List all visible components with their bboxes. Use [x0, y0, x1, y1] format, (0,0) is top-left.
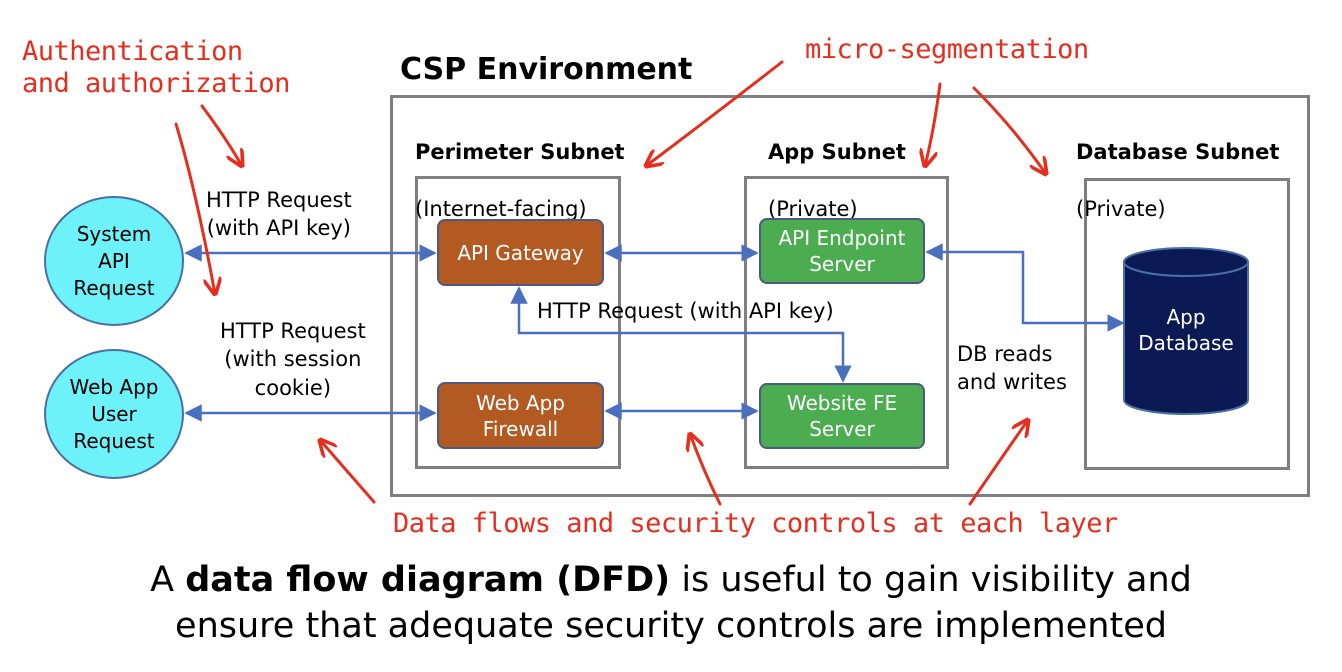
- web-app-firewall-node: Web App Firewall: [437, 382, 604, 449]
- web-app-user-request-node: Web App User Request: [44, 349, 184, 479]
- http-request-api-key-label: HTTP Request (with API key): [206, 188, 352, 241]
- app-database-label: App Database: [1138, 305, 1234, 355]
- caption-line-1: A data flow diagram (DFD) is useful to g…: [0, 558, 1342, 604]
- annotation-arrow-microseg-app: [925, 82, 942, 166]
- annotation-micro-segmentation: micro-segmentation: [805, 34, 1089, 65]
- flow-endpoint-to-database: [925, 243, 1125, 332]
- caption-line-2: ensure that adequate security controls a…: [175, 605, 1167, 646]
- annotation-arrow-microseg-db: [972, 86, 1046, 174]
- caption-rest: is useful to gain visibility and: [670, 560, 1192, 600]
- annotation-data-flows: Data flows and security controls at each…: [393, 508, 1118, 539]
- annotation-arrow-dataflow-left: [320, 440, 376, 504]
- perimeter-subnet-subtitle: (Internet-facing): [415, 197, 587, 222]
- annotation-authentication: Authentication and authorization: [22, 36, 290, 100]
- annotation-arrow-microseg-perimeter: [646, 60, 784, 166]
- annotation-arrow-dataflow-mid: [690, 434, 722, 506]
- perimeter-subnet-title: Perimeter Subnet: [415, 140, 625, 165]
- http-request-session-label: HTTP Request (with session cookie): [220, 319, 366, 400]
- api-endpoint-server-node: API Endpoint Server: [759, 218, 925, 284]
- database-subnet-label: Database Subnet (Private): [1076, 110, 1279, 252]
- annotation-arrow-auth-right: [200, 104, 242, 166]
- http-request-internal-label: HTTP Request (with API key): [537, 299, 834, 323]
- database-cylinder-icon: [1123, 247, 1249, 415]
- caption-bold: data flow diagram (DFD): [185, 560, 671, 600]
- app-subnet-subtitle: (Private): [768, 197, 858, 222]
- db-reads-writes-label: DB reads and writes: [957, 342, 1067, 395]
- api-gateway-node: API Gateway: [437, 219, 604, 286]
- app-subnet-label: App Subnet (Private): [768, 110, 906, 252]
- database-subnet-title: Database Subnet: [1076, 140, 1280, 165]
- app-subnet-title: App Subnet: [768, 140, 906, 165]
- annotation-arrow-dataflow-right: [968, 420, 1028, 506]
- database-subnet-subtitle: (Private): [1076, 197, 1166, 222]
- csp-environment-boundary: [390, 95, 1310, 497]
- website-fe-server-node: Website FE Server: [759, 383, 925, 449]
- system-api-request-node: System API Request: [44, 196, 184, 326]
- annotation-arrow-auth-down: [174, 122, 215, 294]
- csp-environment-title: CSP Environment: [400, 52, 693, 87]
- caption-prefix: A: [150, 560, 186, 600]
- caption: A data flow diagram (DFD) is useful to g…: [0, 558, 1342, 649]
- perimeter-subnet-label: Perimeter Subnet (Internet-facing): [415, 110, 625, 252]
- flow-gateway-to-website: [510, 286, 852, 383]
